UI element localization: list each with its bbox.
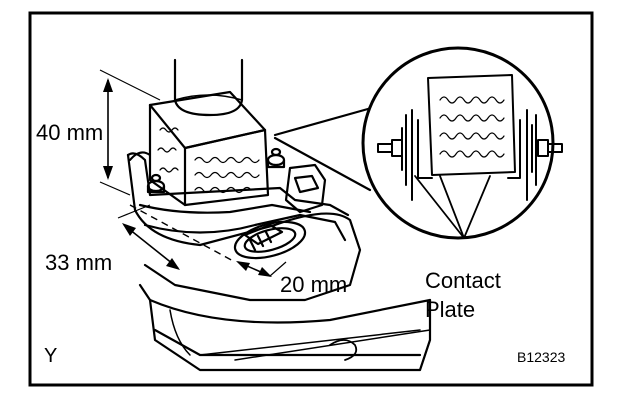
detail-block: [427, 74, 516, 176]
block-hatch: [157, 127, 260, 194]
callout-leader: [273, 105, 377, 192]
dim-20-arrow-right: [258, 267, 272, 277]
dim-33-extension: [117, 204, 151, 219]
dim-40-arrow-top: [103, 78, 113, 92]
bolt-right: [266, 147, 286, 169]
contact-plate-detail: [377, 74, 563, 201]
detail-callout: [273, 46, 563, 240]
label-plate: Plate: [425, 297, 475, 322]
dim-33-arrow-bottom: [166, 258, 180, 270]
dim-20-extension: [269, 261, 287, 277]
dim-40-arrow-bottom: [103, 166, 113, 180]
dim-33-line: [123, 224, 179, 269]
label-40mm: 40 mm: [36, 120, 103, 145]
left-plate: [411, 109, 433, 201]
dim-40-extension-bottom: [99, 181, 131, 196]
label-figure-code: B12323: [517, 349, 565, 365]
casing-body: [138, 283, 432, 372]
block-top: [148, 90, 267, 150]
boss: [284, 163, 327, 214]
label-33mm: 33 mm: [45, 250, 112, 275]
figure-frame: [28, 11, 594, 387]
label-corner-mark: Y: [44, 345, 57, 367]
dim-20-arrow-left: [236, 261, 250, 271]
dim-33-arrow-top: [122, 223, 136, 236]
label-20mm: 20 mm: [280, 272, 347, 297]
dim-33-dashed: [129, 204, 236, 263]
right-plate: [507, 109, 528, 201]
dim-40-extension-top: [99, 69, 161, 101]
shaft: [173, 58, 244, 117]
spring-plug: [233, 220, 307, 260]
block-side: [183, 128, 270, 207]
assembly-drawing: [126, 58, 432, 372]
dimension-lines: [99, 69, 287, 277]
label-contact: Contact: [425, 268, 501, 293]
block-front: [148, 103, 187, 207]
